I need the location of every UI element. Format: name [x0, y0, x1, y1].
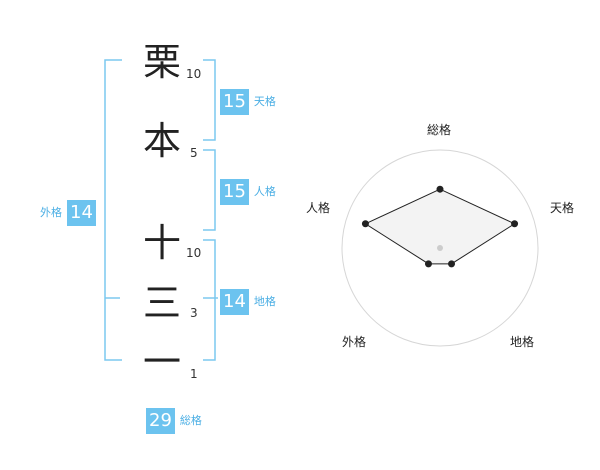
chikaku-group: 14 地格	[220, 289, 276, 315]
radar-point	[436, 185, 444, 193]
radar-point	[424, 260, 432, 268]
tenkaku-value: 15	[220, 89, 249, 115]
gaikaku-group: 外格 14	[40, 200, 96, 226]
tenkaku-group: 15 天格	[220, 89, 276, 115]
soukaku-value: 29	[146, 408, 175, 434]
radar-label-gaikaku: 外格	[342, 335, 367, 349]
radar-chart	[341, 149, 539, 347]
radar-label-jinkaku: 人格	[306, 201, 331, 215]
jinkaku-value: 15	[220, 179, 249, 205]
jinkaku-bracket	[203, 149, 216, 231]
jinkaku-label: 人格	[253, 185, 276, 198]
name-char-1: 栗	[142, 40, 181, 84]
radar-label-tenkaku: 天格	[550, 201, 575, 215]
radar-label-soukaku: 総格	[427, 123, 452, 137]
stroke-count-3: 10	[186, 246, 202, 260]
soukaku-label: 総格	[179, 414, 202, 427]
radar-point	[361, 220, 369, 228]
stroke-count-4: 3	[190, 306, 198, 320]
radar-center-dot	[437, 245, 443, 251]
stroke-count-5: 1	[190, 367, 198, 381]
gaikaku-bracket	[104, 59, 122, 361]
name-char-2: 本	[142, 119, 181, 163]
jinkaku-group: 15 人格	[220, 179, 276, 205]
stroke-count-1: 10	[186, 67, 202, 81]
soukaku-group: 29 総格	[146, 408, 202, 434]
chikaku-value: 14	[220, 289, 249, 315]
name-char-4: 三	[142, 281, 181, 325]
radar-points	[361, 185, 519, 268]
stroke-count-2: 5	[190, 146, 198, 160]
radar-label-chikaku: 地格	[510, 335, 535, 349]
name-char-5: 一	[142, 340, 181, 384]
name-char-3: 十	[142, 221, 181, 265]
tenkaku-label: 天格	[253, 95, 276, 108]
tenkaku-bracket	[203, 59, 216, 141]
radar-point	[511, 220, 519, 228]
gaikaku-value: 14	[67, 200, 96, 226]
chikaku-bracket	[203, 239, 216, 361]
radar-area	[364, 188, 516, 265]
gaikaku-label: 外格	[40, 206, 62, 219]
radar-point	[448, 260, 456, 268]
chikaku-label: 地格	[253, 295, 276, 308]
